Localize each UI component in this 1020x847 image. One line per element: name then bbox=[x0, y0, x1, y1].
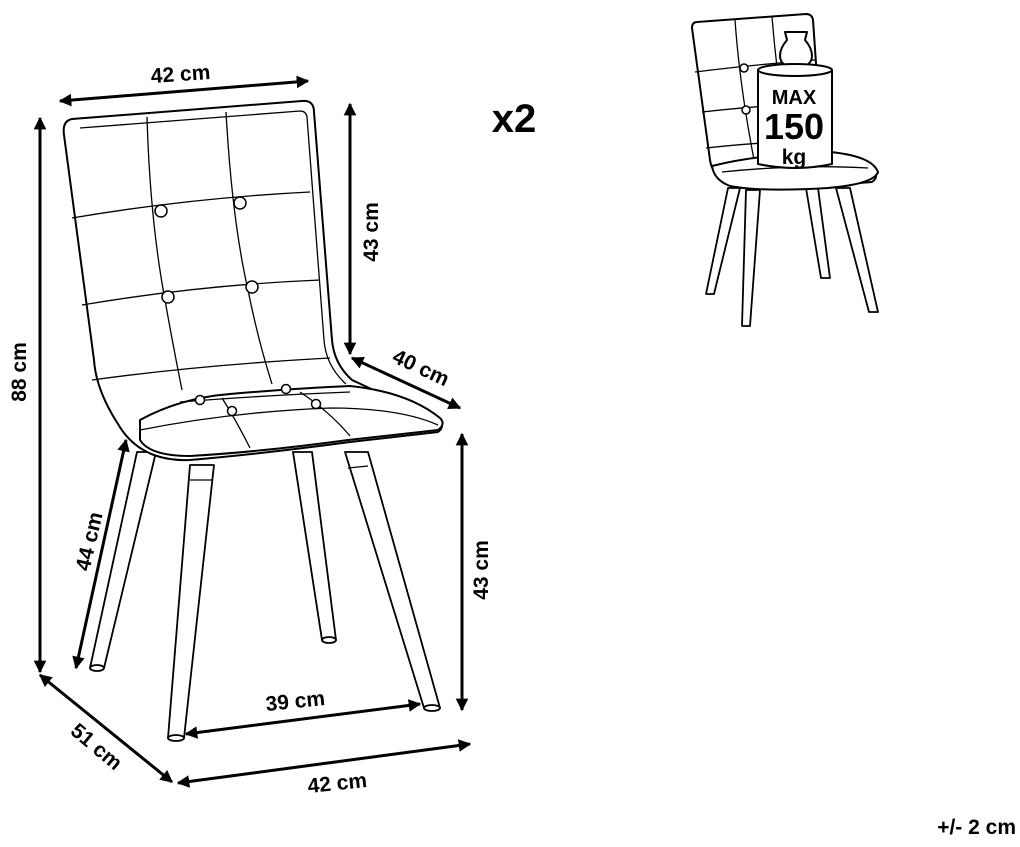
base-width-label: 42 cm bbox=[307, 769, 369, 798]
front-right-leg bbox=[344, 451, 441, 712]
tuft-button bbox=[161, 290, 175, 304]
seat-depth-line bbox=[350, 356, 462, 410]
base-depth-label: 51 cm bbox=[66, 719, 126, 775]
backrest-width-label: 42 cm bbox=[150, 61, 211, 88]
tuft-button bbox=[194, 394, 206, 406]
seat-depth-label: 40 cm bbox=[389, 345, 453, 391]
tuft-button bbox=[154, 204, 168, 218]
inner-leg-width-line bbox=[184, 699, 422, 739]
inner-leg-width-label: 39 cm bbox=[265, 687, 327, 716]
backrest-width-line bbox=[58, 75, 310, 107]
weight-unit: kg bbox=[782, 146, 807, 169]
tuft-button bbox=[245, 280, 259, 294]
seat-height-front-line bbox=[72, 438, 130, 670]
tuft-button bbox=[226, 405, 238, 417]
dimension-lines bbox=[33, 75, 472, 788]
base-depth-line bbox=[39, 673, 173, 784]
backrest bbox=[62, 99, 443, 462]
chair-drawing bbox=[62, 99, 444, 742]
seat-height-side-label: 43 cm bbox=[470, 540, 493, 600]
rear-right-leg bbox=[292, 451, 337, 644]
tolerance-note: +/- 2 cm bbox=[937, 816, 1016, 839]
backrest-height-label: 43 cm bbox=[360, 202, 383, 262]
total-height-label: 88 cm bbox=[8, 342, 31, 402]
front-left-leg bbox=[167, 464, 215, 742]
tuft-button bbox=[280, 383, 292, 395]
max-label: MAX bbox=[772, 87, 817, 109]
quantity-label: x2 bbox=[492, 97, 537, 141]
tuft-button bbox=[310, 398, 322, 410]
weight-value: 150 bbox=[764, 106, 824, 147]
weight-icon: MAX 150 kg bbox=[757, 31, 833, 169]
base-width-line bbox=[176, 739, 472, 788]
tuft-button bbox=[233, 196, 247, 210]
load-capacity-icon: MAX 150 kg bbox=[691, 13, 879, 327]
